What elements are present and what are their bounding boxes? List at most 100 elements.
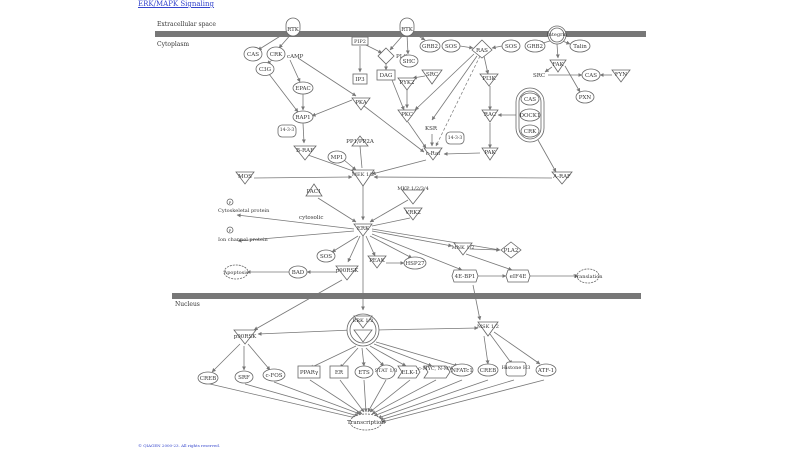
node-mos[interactable]: MOS xyxy=(235,171,255,185)
node-p90rsk-2[interactable]: p90RSK xyxy=(233,329,257,345)
node-mkp[interactable]: MKP 1/2/3/4 xyxy=(397,186,429,205)
page-title-link[interactable]: ERK/MAPK Signaling xyxy=(138,0,215,8)
node-rac[interactable]: RAC xyxy=(481,109,499,123)
node-creb-2[interactable]: CREB xyxy=(477,363,499,377)
node-vrk2[interactable]: VRK2 xyxy=(403,207,423,221)
node-msk[interactable]: MSK 1/2 xyxy=(477,321,499,337)
node-shc[interactable]: SHC xyxy=(399,54,419,68)
node-dock1[interactable]: DOCK1 xyxy=(519,108,541,122)
node-ip3[interactable]: IP3 xyxy=(352,73,368,85)
node-creb-1[interactable]: CREB xyxy=(197,371,219,385)
svg-text:NFATc1: NFATc1 xyxy=(451,368,473,374)
svg-text:PI3K: PI3K xyxy=(482,76,496,82)
node-mp1[interactable]: MP1 xyxy=(327,150,347,164)
node-rtk-1[interactable]: RTK xyxy=(285,17,301,37)
edge-pac1-erk xyxy=(317,197,357,223)
edge-sos2-ras xyxy=(491,45,503,50)
node-apoptosis[interactable]: Apoptosis xyxy=(223,264,249,280)
node-c-raf[interactable]: c-Raf xyxy=(423,147,443,161)
node-ras[interactable]: RAS xyxy=(471,39,493,59)
node-pyk2[interactable]: PYK2 xyxy=(397,77,417,91)
node-fak[interactable]: FAK xyxy=(549,59,567,73)
node-pxn[interactable]: PXN xyxy=(575,90,595,104)
node-14-3-3-a[interactable]: 14-3-3 xyxy=(277,124,297,138)
node-cas-1[interactable]: CAS xyxy=(243,46,263,62)
svg-text:Ion channel protein: Ion channel protein xyxy=(218,237,269,243)
node-grb2-a[interactable]: GRB2 xyxy=(419,39,441,53)
node-pak[interactable]: PAK xyxy=(481,147,499,161)
node-cas-3[interactable]: CAS xyxy=(520,92,540,106)
edge-erk-pla2 xyxy=(371,228,501,252)
node-cytosolic[interactable]: cytosolic xyxy=(299,215,323,221)
node-dag[interactable]: DAG xyxy=(376,69,396,81)
svg-text:ELK-1: ELK-1 xyxy=(402,370,419,376)
edge-ppar-tx xyxy=(309,379,363,415)
node-c-myc[interactable]: c-MYC, N-MYC xyxy=(418,365,456,379)
node-cas-2[interactable]: CAS xyxy=(581,68,601,82)
node-translation[interactable]: Translation xyxy=(574,268,604,284)
node-src-1[interactable]: SRC xyxy=(421,69,443,85)
svg-text:SOS: SOS xyxy=(505,44,517,50)
node-c3g[interactable]: C3G xyxy=(255,62,275,76)
node-ksr[interactable]: KSR xyxy=(425,126,438,132)
node-rap1[interactable]: RAP1 xyxy=(292,110,314,124)
node-camp[interactable]: cAMP xyxy=(287,54,304,60)
node-ion-channel-protein[interactable]: P Ion channel protein xyxy=(218,226,269,243)
node-transcription[interactable]: Transcription xyxy=(347,413,385,431)
edge-rtk2-shc xyxy=(405,33,410,55)
node-elk-1[interactable]: ELK-1 xyxy=(397,365,421,379)
node-sos-2[interactable]: SOS xyxy=(501,39,521,53)
node-mnk[interactable]: MNK 1/2 xyxy=(452,242,475,256)
node-pip2[interactable]: PIP2 xyxy=(351,36,369,46)
node-peak[interactable]: PEAK xyxy=(367,255,387,269)
node-srf[interactable]: SRF xyxy=(234,370,254,384)
node-bad[interactable]: BAD xyxy=(288,265,308,279)
svg-text:CREB: CREB xyxy=(200,376,216,382)
node-eif4e[interactable]: eIF4E xyxy=(505,269,531,283)
svg-text:SOS: SOS xyxy=(445,44,457,50)
node-ets[interactable]: ETS xyxy=(354,365,374,379)
node-pac1[interactable]: PAC1 xyxy=(305,183,323,197)
node-cytoskeletal-protein[interactable]: P Cytoskeletal protein xyxy=(218,198,270,214)
edge-msk-creb xyxy=(483,335,490,365)
node-erk[interactable]: ERK xyxy=(353,223,373,237)
node-pp1-pp2a[interactable]: PP1/PP2A xyxy=(346,135,375,147)
node-rtk-2[interactable]: RTK xyxy=(399,17,415,37)
node-stat[interactable]: STAT 1/3 xyxy=(375,364,398,380)
edge-ras-craf xyxy=(435,55,481,147)
node-hsp27[interactable]: HSP27 xyxy=(403,256,427,270)
svg-text:Talin: Talin xyxy=(573,44,587,50)
node-er[interactable]: ER xyxy=(329,365,349,379)
node-pkc[interactable]: PKC xyxy=(397,109,417,123)
node-epac[interactable]: EPAC xyxy=(292,81,314,95)
node-pla2[interactable]: PLA2 xyxy=(500,241,522,259)
node-fyn[interactable]: FYN xyxy=(611,69,631,83)
svg-text:IP3: IP3 xyxy=(355,77,365,83)
node-sos-1[interactable]: SOS xyxy=(441,39,461,53)
node-erk-nuclear[interactable]: ERK 1/2 xyxy=(346,313,380,347)
node-histone-h3[interactable]: Histone H3 xyxy=(502,361,531,377)
node-4e-bp1[interactable]: 4E-BP1 xyxy=(451,269,479,283)
node-integrin[interactable]: Integrin xyxy=(547,25,568,45)
node-pi3k[interactable]: PI3K xyxy=(479,73,499,87)
node-crk-1[interactable]: CRK xyxy=(266,46,286,62)
svg-text:PIP2: PIP2 xyxy=(354,39,366,45)
svg-text:PPARγ: PPARγ xyxy=(300,370,319,376)
node-crk-2[interactable]: CRK xyxy=(520,124,540,138)
node-nfatc1[interactable]: NFATc1 xyxy=(450,363,474,377)
node-sos-3[interactable]: SOS xyxy=(316,249,336,263)
node-c-fos[interactable]: c-FOS xyxy=(262,368,286,382)
edge-histone-tx xyxy=(379,379,515,421)
node-src-2[interactable]: SRC xyxy=(533,73,545,79)
node-ppar[interactable]: PPARγ xyxy=(297,365,321,379)
node-grb2-b[interactable]: GRB2 xyxy=(524,39,546,53)
node-talin[interactable]: Talin xyxy=(569,39,591,53)
node-b-raf[interactable]: B-RAF xyxy=(293,145,317,161)
edge-c3g-rap1 xyxy=(268,73,299,113)
node-pka[interactable]: PKA xyxy=(351,97,371,111)
node-atf-1[interactable]: ATF-1 xyxy=(535,363,557,377)
node-14-3-3-b[interactable]: 14-3-3 xyxy=(445,131,465,145)
node-p90rsk-1[interactable]: p90RSK xyxy=(335,265,359,281)
node-a-raf[interactable]: A-RAF xyxy=(551,171,573,185)
node-mek[interactable]: MEK 1/2 xyxy=(351,169,375,187)
